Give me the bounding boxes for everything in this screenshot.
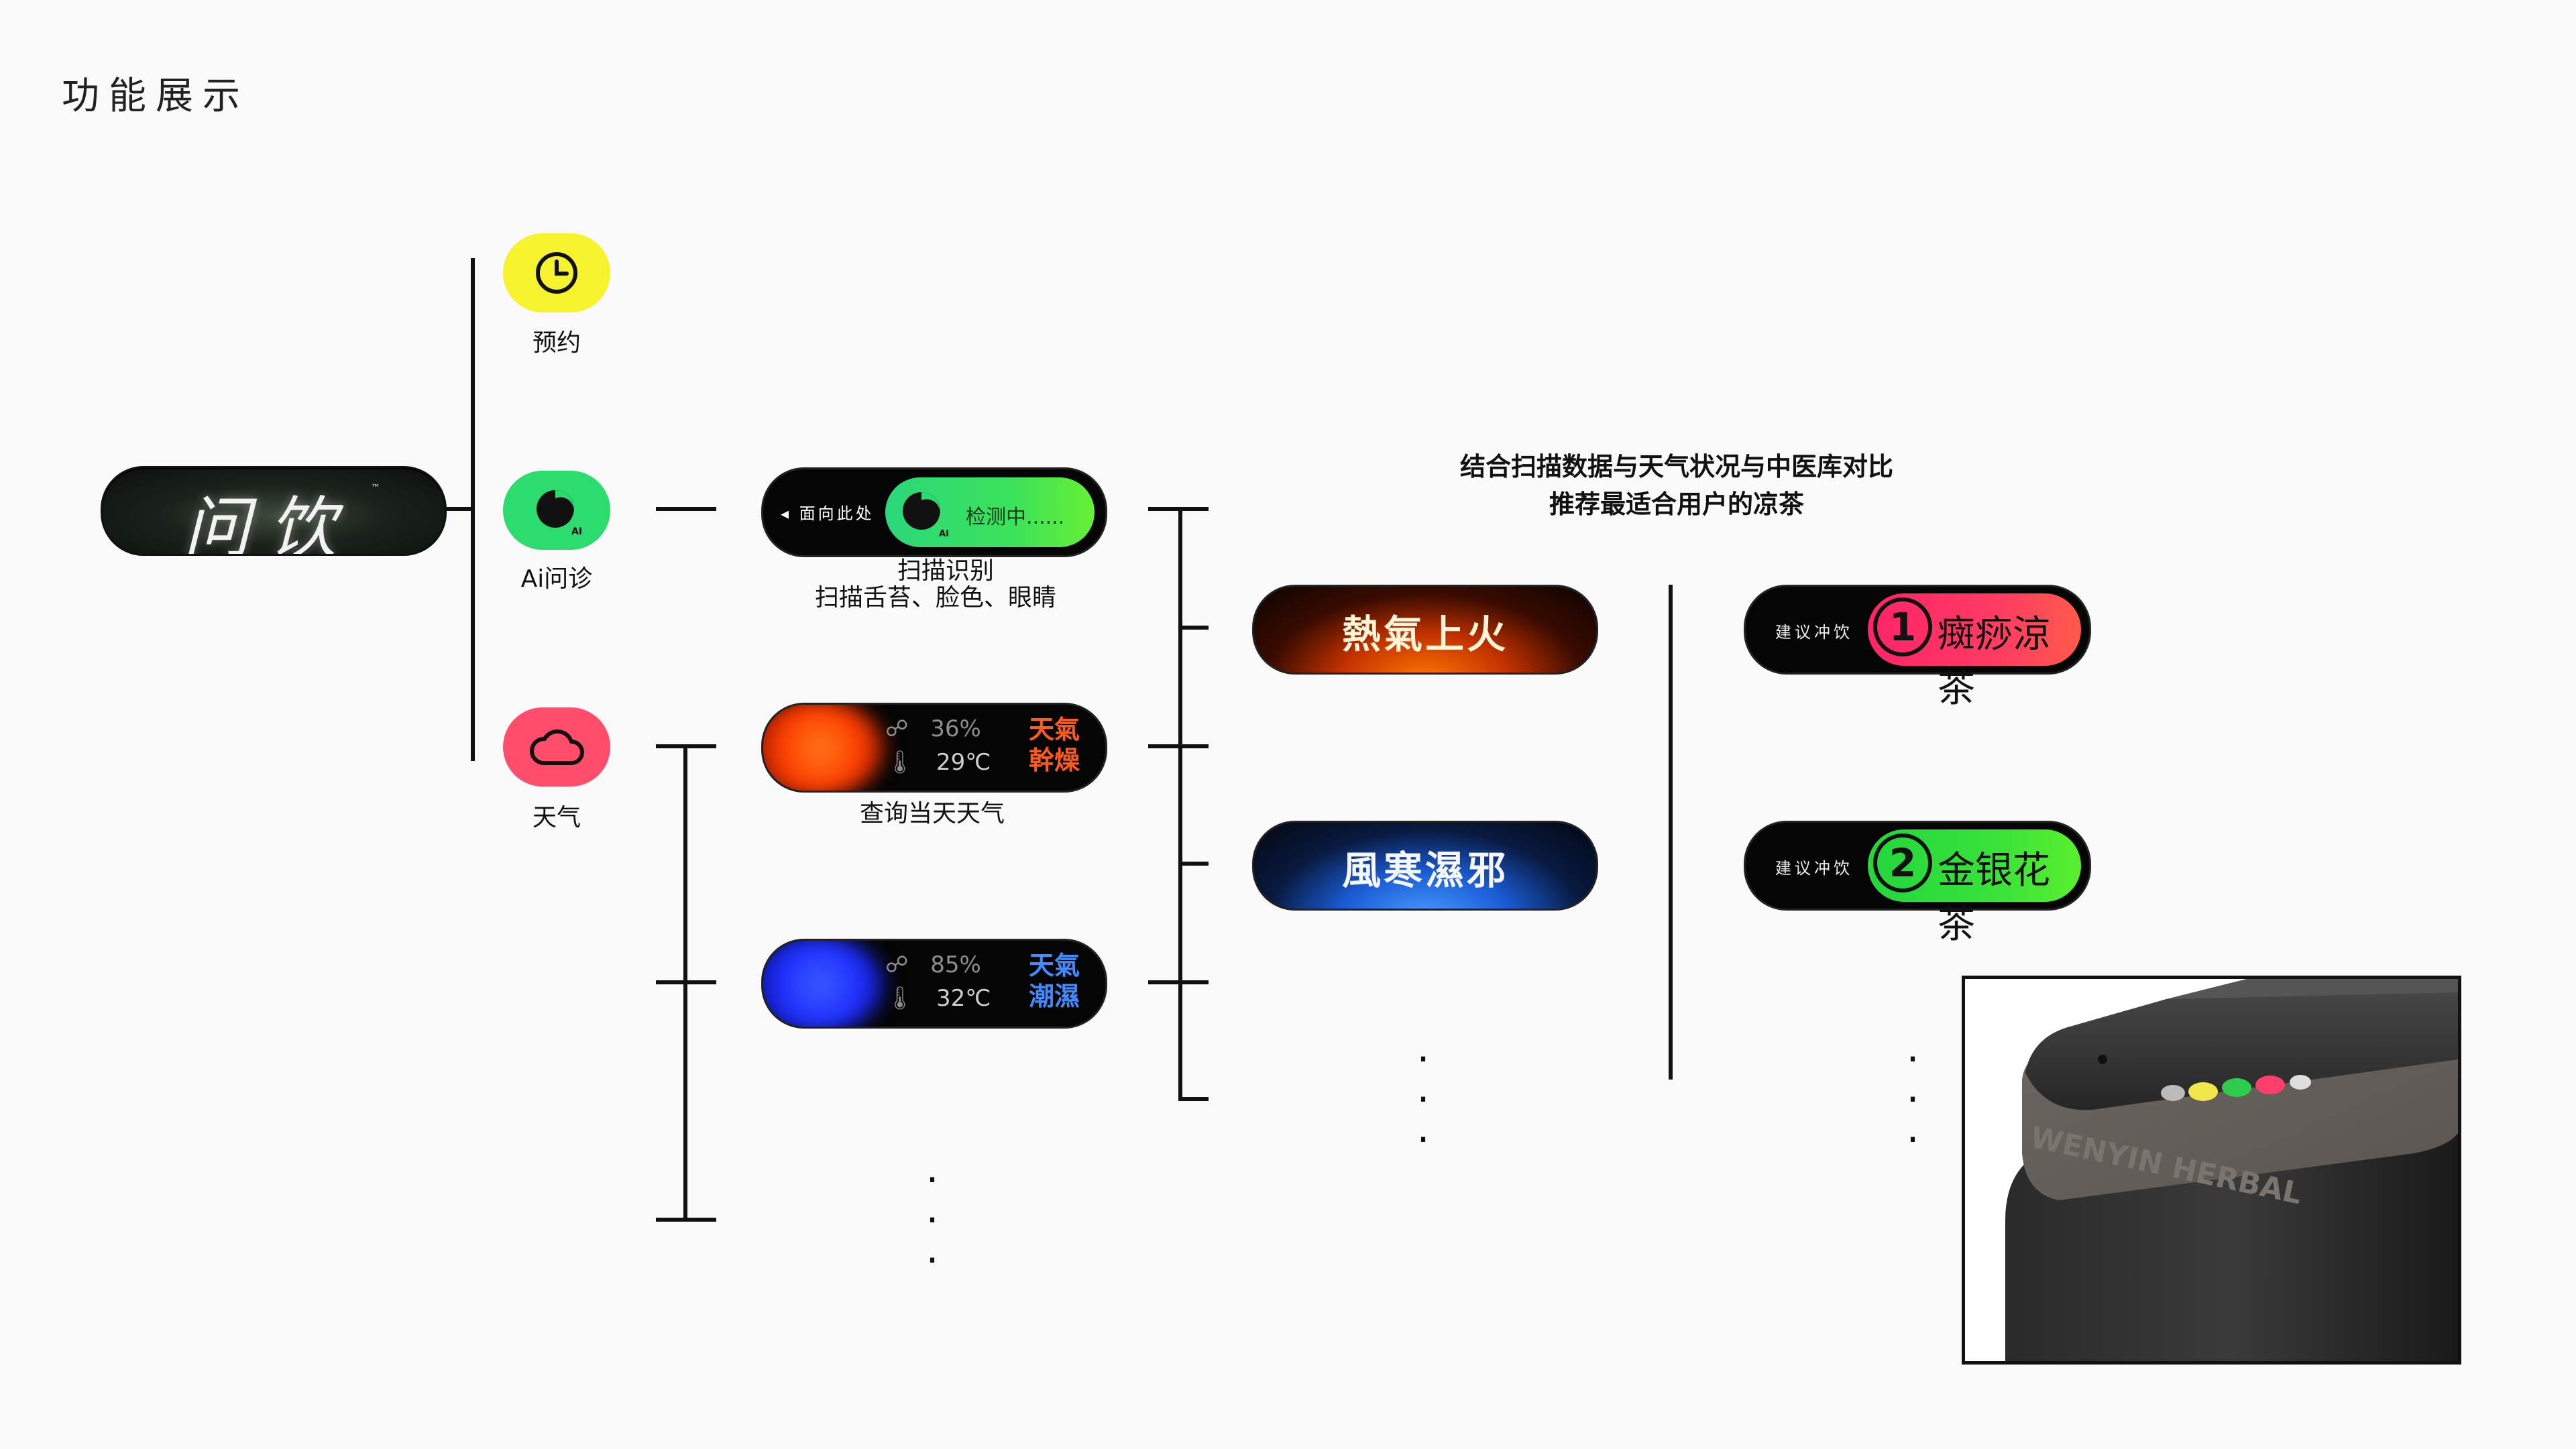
recommendation-prompt: 建议冲饮	[1775, 623, 1853, 642]
recommended-tea: 2 金银花茶	[1868, 829, 2081, 947]
brand-logo-pill: 问饮 ™	[101, 466, 447, 556]
clock-icon	[536, 252, 577, 294]
cloud-icon	[529, 729, 584, 765]
humidity-icon: ☍	[885, 715, 909, 742]
tea-name: 癍痧涼茶	[1938, 613, 2050, 711]
feature-weather-label: 天气	[532, 804, 581, 831]
weather-tag: 天氣 潮濕	[1028, 950, 1080, 1011]
recommendation-card-1: 建议冲饮 1 癍痧涼茶	[1744, 585, 2091, 711]
more-ellipsis: ···	[1906, 1036, 1919, 1163]
feature-ai-consult-label: Ai问诊	[520, 565, 593, 593]
trademark-mark: ™	[371, 483, 380, 494]
weather-heat-gradient	[763, 705, 884, 791]
ai-scan-icon: AI	[537, 490, 582, 537]
connector-line	[656, 507, 716, 511]
connector-line	[1148, 507, 1209, 511]
headline: 结合扫描数据与天气状况与中医库对比 推荐最适合用户的凉茶	[1375, 448, 1978, 523]
tea-name: 金银花茶	[1938, 849, 2050, 947]
temperature-readout: 🌡︎ 32℃	[885, 985, 991, 1012]
diagnosis-card-cold: 風寒濕邪	[1252, 821, 1598, 911]
weather-card-dry: ☍ 36% 🌡︎ 29℃ 天氣 幹燥	[761, 703, 1107, 793]
connector-line	[471, 258, 475, 761]
diagnosis-card-heat: 熱氣上火	[1252, 585, 1598, 675]
diagnosis-label: 風寒濕邪	[1341, 848, 1508, 893]
page-title: 功能展示	[62, 74, 249, 118]
headline-line-1: 结合扫描数据与天气状况与中医库对比	[1459, 452, 1893, 481]
product-image: WENYIN HERBAL	[1962, 976, 2461, 1365]
scan-status-text: 检测中......	[966, 506, 1065, 529]
scan-panel: ◂ 面向此处 AI 检测中......	[761, 467, 1107, 557]
humidity-readout: ☍ 85%	[885, 951, 981, 978]
rank-number: 2	[1873, 833, 1932, 892]
more-ellipsis: ···	[1416, 1036, 1430, 1163]
humidity-icon: ☍	[885, 951, 909, 978]
scan-status-indicator: AI 检测中......	[885, 477, 1095, 547]
ai-scan-icon: AI	[903, 492, 949, 539]
humidity-readout: ☍ 36%	[885, 715, 981, 742]
connector-line	[443, 507, 473, 511]
more-ellipsis: ···	[926, 1157, 939, 1284]
divider-line	[1669, 585, 1673, 1080]
scan-caption-detail: 扫描舌苔、脸色、眼睛	[814, 584, 1056, 612]
connector-line	[1148, 744, 1209, 748]
weather-tag: 天氣 幹燥	[1028, 714, 1080, 775]
thermometer-icon: 🌡︎	[885, 749, 915, 776]
connector-line	[1178, 626, 1209, 630]
temperature-readout: 🌡︎ 29℃	[885, 749, 991, 776]
connector-line	[656, 980, 716, 984]
recommendation-prompt: 建议冲饮	[1775, 859, 1853, 878]
svg-text:AI: AI	[939, 529, 949, 539]
recommended-tea: 1 癍痧涼茶	[1868, 593, 2081, 711]
connector-line	[1148, 980, 1209, 984]
weather-caption: 查询当天天气	[859, 800, 1005, 827]
scan-prompt: ◂ 面向此处	[781, 504, 875, 523]
feature-booking-label: 预约	[532, 329, 581, 357]
feature-booking-button[interactable]	[503, 233, 610, 312]
thermometer-icon: 🌡︎	[885, 985, 915, 1012]
headline-line-2: 推荐最适合用户的凉茶	[1549, 489, 1804, 519]
rank-number: 1	[1873, 597, 1932, 656]
connector-line	[1178, 862, 1209, 866]
product-render: WENYIN HERBAL	[1965, 979, 2458, 1361]
brand-name: 问饮	[183, 489, 355, 556]
weather-card-humid: ☍ 85% 🌡︎ 32℃ 天氣 潮濕	[761, 939, 1107, 1029]
connector-line	[1178, 508, 1182, 1101]
connector-line	[656, 1218, 716, 1222]
svg-text:AI: AI	[571, 526, 582, 537]
connector-line	[1178, 1097, 1209, 1101]
weather-humid-gradient	[763, 941, 884, 1027]
feature-weather-button[interactable]	[503, 707, 610, 787]
diagnosis-label: 熱氣上火	[1341, 612, 1508, 657]
connector-line	[656, 744, 716, 748]
scan-caption-title: 扫描识别	[897, 557, 994, 585]
feature-ai-consult-button[interactable]: AI	[503, 471, 610, 550]
recommendation-card-2: 建议冲饮 2 金银花茶	[1744, 821, 2091, 947]
